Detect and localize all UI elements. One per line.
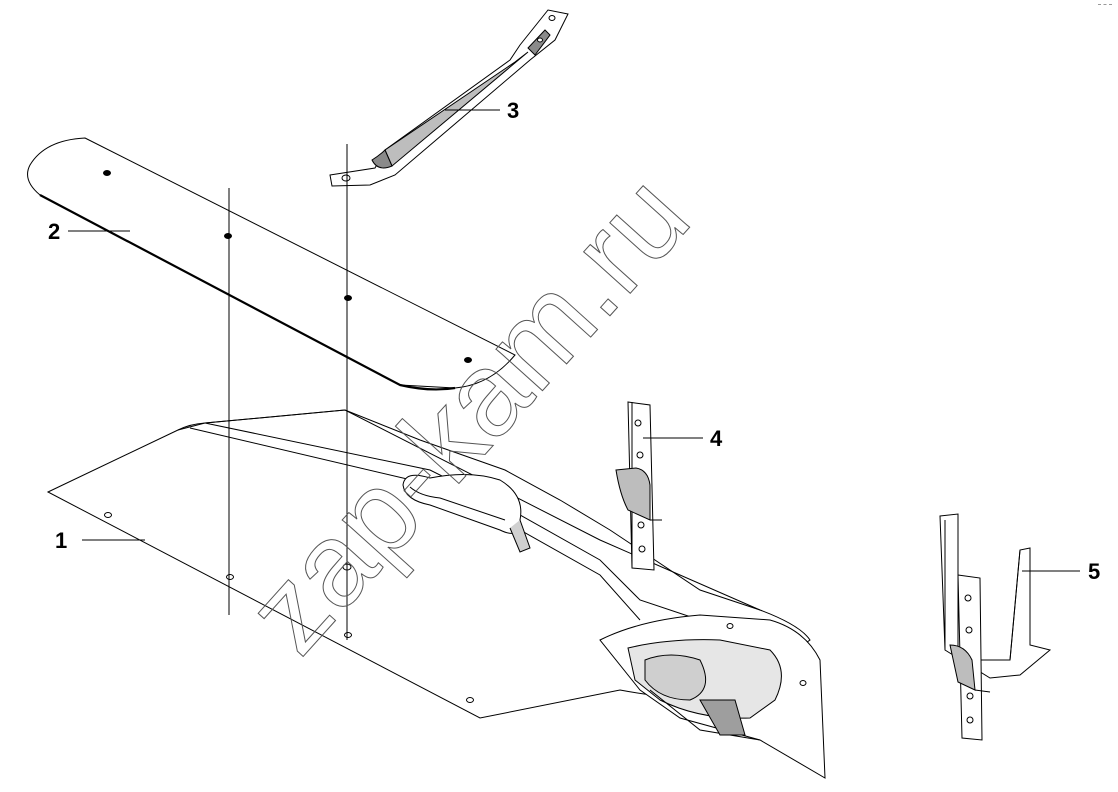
- callout-5: 5: [1088, 559, 1101, 584]
- part-2-flat-plate: [28, 138, 515, 389]
- part-4-bracket: [616, 402, 662, 570]
- part-1-mudguard-shield: [48, 410, 825, 778]
- corner-mark: [1098, 4, 1112, 7]
- callout-4: 4: [710, 426, 723, 451]
- part-3-support-strut: [330, 10, 568, 186]
- callout-leader-lines: [68, 109, 1080, 572]
- assembly-guide-lines: [228, 144, 348, 640]
- callout-2: 2: [48, 219, 61, 244]
- callout-1: 1: [55, 528, 68, 553]
- part-5-bracket-assembly: [940, 514, 1050, 740]
- callout-3: 3: [507, 98, 520, 123]
